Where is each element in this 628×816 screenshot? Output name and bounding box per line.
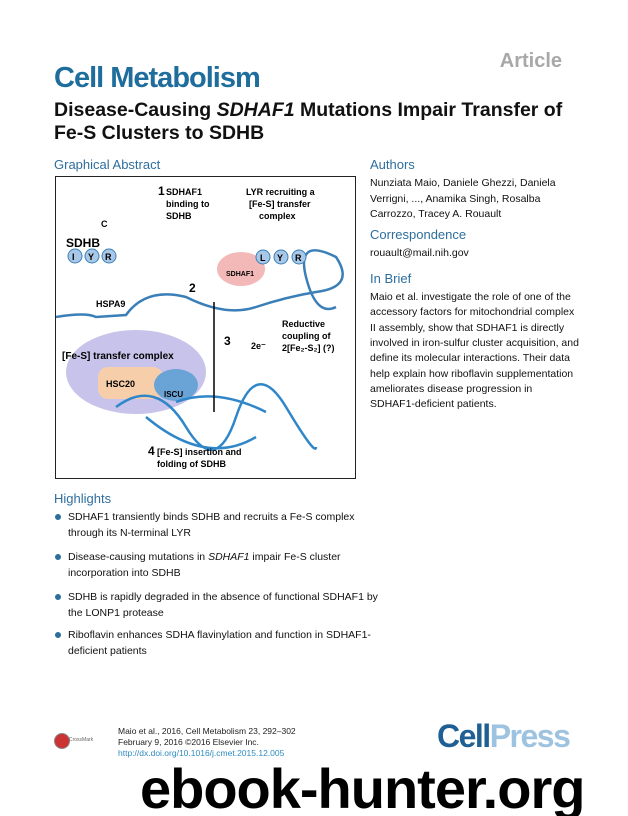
svg-text:4: 4 bbox=[148, 444, 155, 458]
sdhaf1-shape bbox=[217, 252, 265, 286]
publication-date: February 9, 2016 ©2016 Elsevier Inc. bbox=[118, 737, 259, 747]
svg-text:[Fe-S] insertion and: [Fe-S] insertion and bbox=[157, 447, 242, 457]
svg-text:2: 2 bbox=[189, 281, 196, 295]
svg-text:coupling of: coupling of bbox=[282, 331, 331, 341]
sdhb-chain bbox=[55, 249, 344, 319]
iscu-shape bbox=[154, 369, 198, 401]
svg-text:SDHB: SDHB bbox=[66, 236, 100, 250]
graphical-abstract-figure: SDHB I Y R C L Y R 1 SDHAF1 binding to SDHB LY… bbox=[55, 176, 356, 479]
svg-text:binding to: binding to bbox=[166, 199, 210, 209]
svg-text:I: I bbox=[72, 252, 75, 262]
svg-text:Y: Y bbox=[277, 253, 283, 263]
svg-text:Reductive: Reductive bbox=[282, 319, 325, 329]
svg-text:[Fe-S] transfer: [Fe-S] transfer bbox=[249, 199, 311, 209]
correspondence-email[interactable]: rouault@mail.nih.gov bbox=[370, 247, 469, 260]
svg-text:L: L bbox=[260, 253, 266, 263]
svg-text:ISCU: ISCU bbox=[164, 390, 183, 399]
svg-text:[Fe-S] transfer complex: [Fe-S] transfer complex bbox=[62, 351, 174, 362]
cellpress-logo: CellPress bbox=[437, 718, 571, 754]
svg-text:SDHAF1: SDHAF1 bbox=[166, 187, 202, 197]
correspondence-heading: Correspondence bbox=[370, 227, 467, 243]
sidebar-info: Authors Nunziata Maio, Daniele Ghezzi, D… bbox=[370, 157, 580, 412]
article-type-label: Article bbox=[499, 50, 562, 72]
highlights-heading: Highlights bbox=[54, 491, 112, 506]
svg-text:3: 3 bbox=[224, 334, 231, 348]
highlight-item: Riboflavin enhances SDHA flavinylation a… bbox=[54, 627, 378, 659]
svg-text:1: 1 bbox=[158, 184, 165, 198]
journal-name: Cell Metabolism bbox=[54, 62, 261, 94]
svg-text:folding of SDHB: folding of SDHB bbox=[157, 459, 226, 469]
svg-text:SDHB: SDHB bbox=[166, 211, 192, 221]
svg-text:LYR recruiting a: LYR recruiting a bbox=[246, 187, 316, 197]
protein-ribbon bbox=[115, 383, 318, 451]
authors-heading: Authors bbox=[370, 157, 415, 172]
graphical-abstract-heading: Graphical Abstract bbox=[54, 157, 161, 172]
crossmark-label: CrossMark bbox=[69, 737, 94, 743]
citation: Maio et al., 2016, Cell Metabolism 23, 2… bbox=[118, 726, 296, 736]
in-brief-text: Maio et al. investigate the role of one … bbox=[370, 291, 579, 411]
watermark: ebook-hunter.org bbox=[140, 757, 585, 816]
citation-footer: Maio et al., 2016, Cell Metabolism 23, 2… bbox=[118, 726, 296, 759]
doi-link[interactable]: http://dx.doi.org/10.1016/j.cmet.2015.12… bbox=[118, 748, 285, 758]
svg-text:2[Fe₂-S₂] (?): 2[Fe₂-S₂] (?) bbox=[282, 343, 335, 353]
svg-text:complex: complex bbox=[259, 211, 296, 221]
svg-text:C: C bbox=[101, 219, 108, 229]
highlight-item: SDHB is rapidly degraded in the absence … bbox=[54, 589, 378, 621]
article-title: Disease-Causing SDHAF1 Mutations Impair … bbox=[54, 99, 563, 144]
svg-text:HSC20: HSC20 bbox=[106, 379, 135, 389]
highlight-item: Disease-causing mutations in SDHAF1 impa… bbox=[54, 549, 378, 581]
svg-text:R: R bbox=[295, 253, 302, 263]
svg-text:Y: Y bbox=[88, 252, 94, 262]
crossmark-icon[interactable] bbox=[54, 733, 70, 749]
hsc20-shape bbox=[98, 367, 163, 399]
svg-text:R: R bbox=[105, 252, 112, 262]
svg-text:SDHAF1: SDHAF1 bbox=[226, 271, 254, 278]
svg-text:HSPA9: HSPA9 bbox=[96, 299, 125, 309]
in-brief-heading: In Brief bbox=[370, 270, 412, 286]
authors-list: Nunziata Maio, Daniele Ghezzi, Daniela V… bbox=[370, 177, 556, 220]
highlight-item: SDHAF1 transiently binds SDHB and recrui… bbox=[54, 509, 378, 541]
svg-text:2e⁻: 2e⁻ bbox=[251, 341, 266, 351]
